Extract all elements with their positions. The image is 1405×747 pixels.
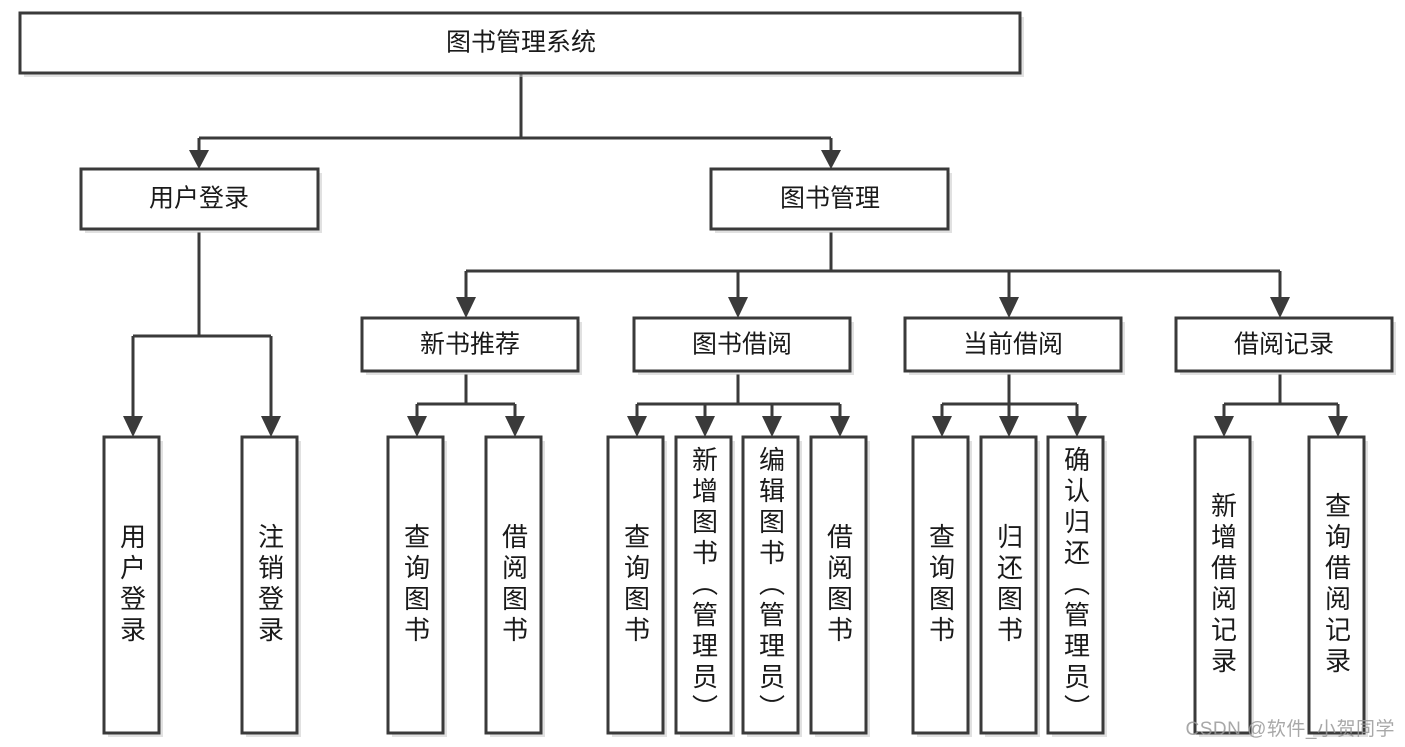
arrow-head-leaf-query-book-current bbox=[932, 416, 952, 437]
label-root: 图书管理系统 bbox=[446, 29, 596, 57]
label-book-manage: 图书管理 bbox=[780, 185, 880, 213]
node-new-book-rec[interactable] bbox=[360, 316, 580, 373]
label-new-book-rec: 新书推荐 bbox=[420, 331, 520, 359]
horizontal-labels: 图书管理系统 用户登录 图书管理 新书推荐 图书借阅 当前借阅 借阅记录 bbox=[149, 29, 1334, 359]
arrow-head-borrow-record bbox=[1270, 297, 1290, 318]
arrow-head-user-login bbox=[189, 150, 209, 169]
arrow-head-leaf-borrow-book-rec bbox=[505, 416, 525, 437]
arrow-head-leaf-logout-login bbox=[261, 416, 281, 437]
arrow-head-leaf-add-record bbox=[1214, 416, 1234, 437]
node-book-manage[interactable] bbox=[709, 167, 950, 231]
label-borrow-record: 借阅记录 bbox=[1234, 331, 1334, 359]
arrow-head-leaf-confirm-return bbox=[1067, 416, 1087, 437]
arrow-head-leaf-add-book bbox=[695, 416, 715, 437]
node-current-borrow[interactable] bbox=[903, 316, 1123, 373]
arrow-head-leaf-query-book-rec bbox=[407, 416, 427, 437]
node-user-login[interactable] bbox=[79, 167, 320, 231]
node-leaf-confirm-return[interactable] bbox=[1046, 435, 1105, 735]
node-leaf-logout-login[interactable] bbox=[240, 435, 299, 735]
node-borrow-record[interactable] bbox=[1174, 316, 1394, 373]
label-current-borrow: 当前借阅 bbox=[963, 331, 1063, 359]
node-boxes bbox=[18, 11, 1396, 737]
label-book-borrow: 图书借阅 bbox=[692, 331, 792, 359]
node-leaf-user-login[interactable] bbox=[102, 435, 161, 735]
arrow-head-new-book-rec bbox=[456, 297, 476, 318]
node-leaf-add-book[interactable] bbox=[674, 435, 733, 735]
arrow-head-book-borrow bbox=[728, 297, 748, 318]
node-leaf-borrow-book[interactable] bbox=[809, 435, 868, 735]
node-root[interactable] bbox=[18, 11, 1022, 75]
node-leaf-query-book-current[interactable] bbox=[911, 435, 970, 735]
arrow-head-leaf-query-book-borrow bbox=[627, 416, 647, 437]
node-leaf-borrow-book-rec[interactable] bbox=[484, 435, 543, 735]
node-leaf-query-book-borrow[interactable] bbox=[606, 435, 665, 735]
node-leaf-add-record[interactable] bbox=[1193, 435, 1252, 735]
arrow-head-leaf-return-book bbox=[999, 416, 1019, 437]
node-book-borrow[interactable] bbox=[632, 316, 852, 373]
watermark-text: CSDN @软件_小贺同学 bbox=[1185, 719, 1395, 740]
node-leaf-query-record[interactable] bbox=[1307, 435, 1366, 735]
arrow-head-leaf-user-login bbox=[123, 416, 143, 437]
node-leaf-query-book-rec[interactable] bbox=[386, 435, 445, 735]
arrow-head-book-manage bbox=[821, 150, 841, 169]
arrow-head-leaf-borrow-book bbox=[830, 416, 850, 437]
label-user-login: 用户登录 bbox=[149, 185, 249, 213]
arrow-head-leaf-query-record bbox=[1328, 416, 1348, 437]
arrow-head-leaf-edit-book bbox=[762, 416, 782, 437]
node-leaf-return-book[interactable] bbox=[979, 435, 1038, 735]
connectors bbox=[123, 74, 1348, 437]
arrow-head-current-borrow bbox=[999, 297, 1019, 318]
node-leaf-edit-book[interactable] bbox=[741, 435, 800, 735]
